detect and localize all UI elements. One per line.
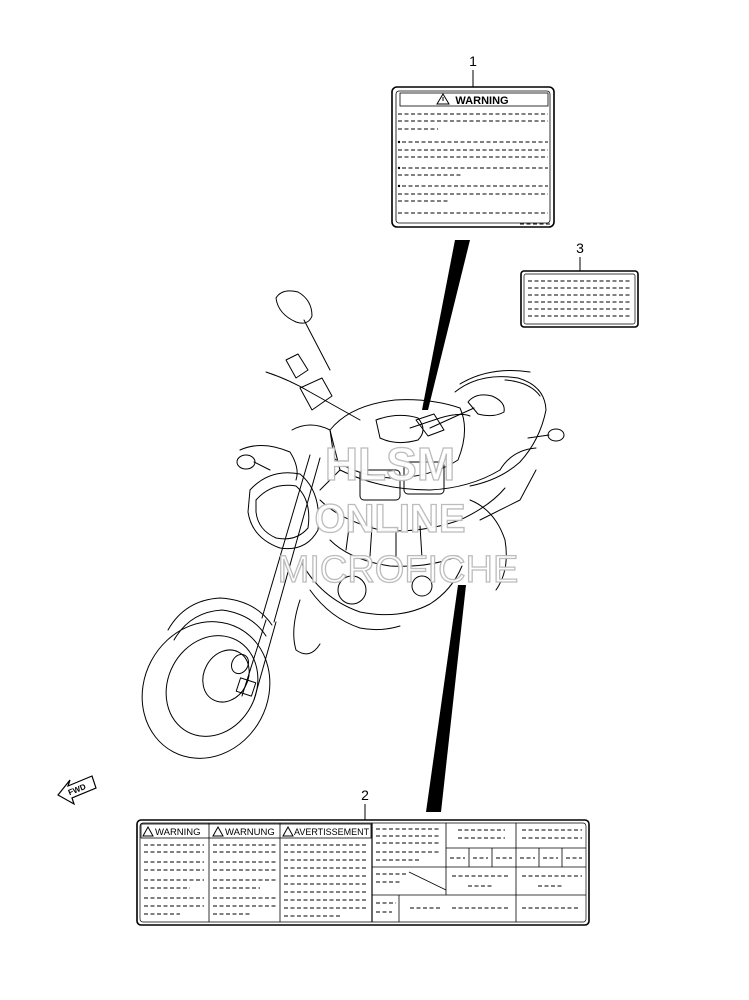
watermark-line-3: MICROFICHE [278,549,519,591]
callout-3: 3 [576,240,584,271]
mirrors [236,290,565,471]
label-text-lines [398,113,550,225]
heading-german: WARNUNG [225,827,275,838]
warning-triangle-icon [436,93,450,105]
label-text-lines [528,280,630,317]
watermark-line-2: ONLINE [314,497,465,541]
label-text-lines [144,844,366,917]
headlight [239,445,320,550]
watermark-line-1: HLSM [325,438,455,490]
fuel-tank [329,399,465,479]
callout-number: 2 [361,787,369,803]
warning-triangle-icon [142,825,294,837]
front-fork [235,454,321,701]
leader-lines [422,240,470,812]
callout-1: 1 [469,53,477,87]
label-bullets [397,140,401,188]
callout-number: 3 [576,240,584,256]
handlebar [265,353,471,437]
warning-label-2[interactable]: WARNING WARNUNG AVERTISSEMENT [136,819,590,926]
callout-number: 1 [469,53,477,69]
spec-table [372,823,586,922]
leader-label-1 [422,240,470,410]
engine-frame [291,424,537,655]
heading-french: AVERTISSEMENT [294,827,370,837]
label-text-lines [376,828,582,913]
info-label-3[interactable] [520,270,639,328]
warning-heading: WARNING [455,95,508,107]
leader-label-2 [426,585,466,812]
front-wheel [141,597,273,759]
motorcycle-drawing [141,290,565,759]
callout-2: 2 [361,787,369,820]
warning-label-1[interactable]: WARNING [391,86,555,228]
watermark: HLSM ONLINE MICROFICHE [277,437,519,591]
seat-tail [454,370,547,487]
forward-direction-arrow: FWD [57,775,97,806]
heading-english: WARNING [155,827,201,838]
